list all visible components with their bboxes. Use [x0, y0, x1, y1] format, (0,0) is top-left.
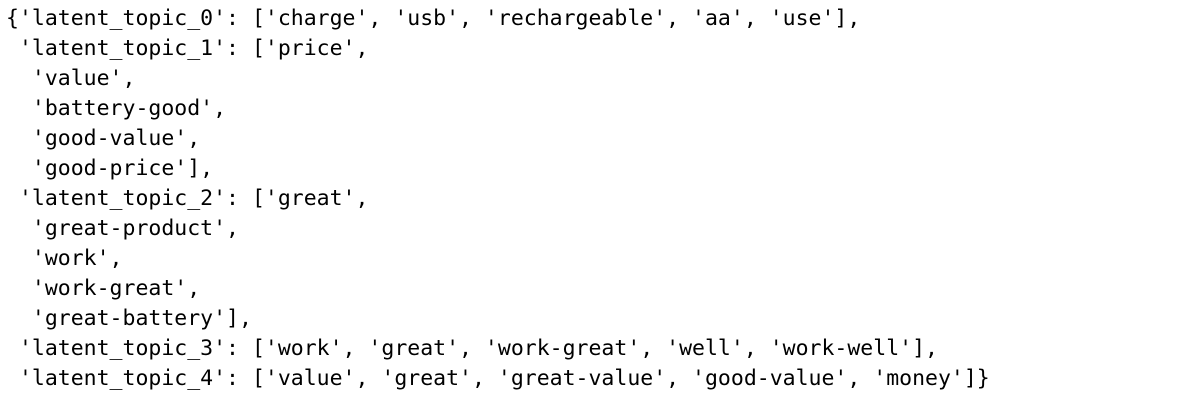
- output-line: 'great-product',: [6, 216, 239, 241]
- output-line: 'battery-good',: [6, 96, 227, 121]
- output-line: 'good-value',: [6, 126, 201, 151]
- output-line: 'latent_topic_2': ['great',: [6, 186, 369, 211]
- output-line: 'work',: [6, 246, 123, 271]
- output-line: {'latent_topic_0': ['charge', 'usb', 're…: [6, 6, 861, 31]
- output-line: 'latent_topic_3': ['work', 'great', 'wor…: [6, 336, 938, 361]
- output-line: 'work-great',: [6, 276, 201, 301]
- output-line: 'value',: [6, 66, 136, 91]
- printed-dict-output: {'latent_topic_0': ['charge', 'usb', 're…: [6, 4, 1204, 394]
- output-line: 'latent_topic_1': ['price',: [6, 36, 369, 61]
- output-line: 'good-price'],: [6, 156, 214, 181]
- output-line: 'latent_topic_4': ['value', 'great', 'gr…: [6, 366, 990, 391]
- output-line: 'great-battery'],: [6, 306, 252, 331]
- cell-output-area: {'latent_topic_0': ['charge', 'usb', 're…: [6, 4, 1204, 410]
